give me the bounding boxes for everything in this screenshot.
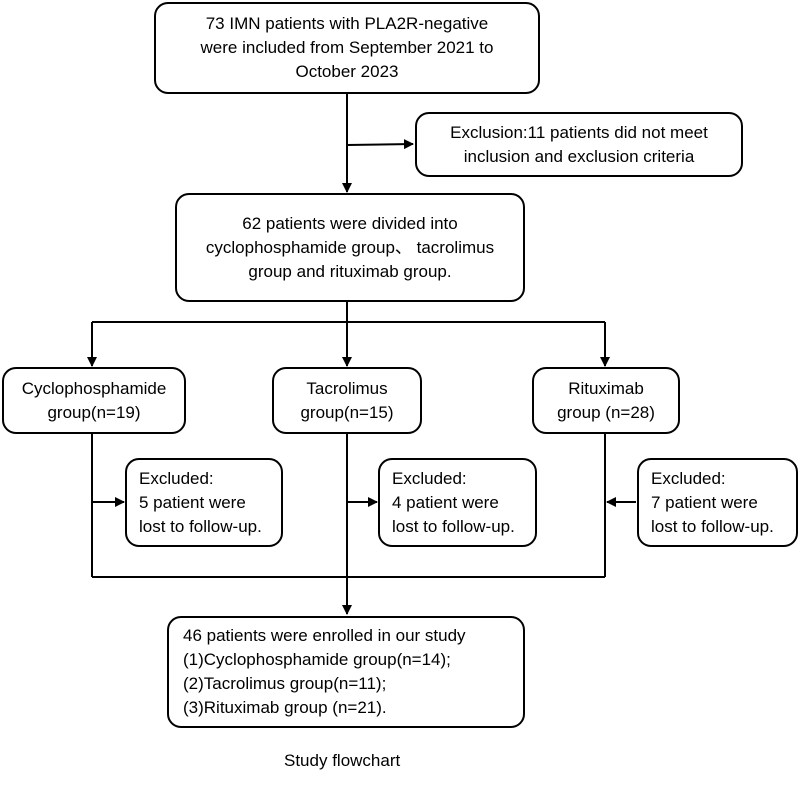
excluded-2-line-1: Excluded: [392, 468, 467, 488]
excluded-1-line-1: Excluded: [139, 468, 214, 488]
cyclophosphamide-group-line-1: Cyclophosphamide [21, 378, 167, 398]
excluded-box-cyclophosphamide: Excluded: 5 patient were lost to follow-… [125, 458, 283, 547]
included-line-1: 73 IMN patients with PLA2R-negative [205, 14, 489, 33]
excluded-2-line-2: 4 patient were [392, 492, 499, 512]
excluded-2-line-3: lost to follow-up. [392, 516, 515, 536]
included-line-2: were included from September 2021 to [200, 38, 494, 57]
enrolled-line-1: 46 patients were enrolled in our study [183, 626, 466, 645]
included-line-3: October 2023 [295, 62, 399, 81]
divided-line-1: 62 patients were divided into [242, 213, 458, 233]
excluded-1-line-3: lost to follow-up. [139, 516, 262, 536]
excluded-3-line-3: lost to follow-up. [651, 516, 774, 536]
rituximab-group-line-1: Rituximab [568, 378, 644, 398]
exclusion-line-1: Exclusion:11 patients did not meet [450, 122, 708, 142]
tacrolimus-group-line-1: Tacrolimus [306, 378, 388, 398]
included-patients-box: 73 IMN patients with PLA2R-negative were… [154, 2, 540, 94]
rituximab-group-line-2: group (n=28) [557, 402, 655, 422]
excluded-box-tacrolimus: Excluded: 4 patient were lost to follow-… [378, 458, 537, 547]
enrolled-line-3: (2)Tacrolimus group(n=11); [183, 674, 387, 693]
divided-patients-box: 62 patients were divided into cyclophosp… [175, 193, 525, 302]
cyclophosphamide-group-box: Cyclophosphamide group(n=19) [2, 367, 186, 434]
excluded-3-line-1: Excluded: [651, 468, 726, 488]
enrolled-line-2: (1)Cyclophosphamide group(n=14); [183, 650, 451, 669]
enrolled-line-4: (3)Rituximab group (n=21). [183, 698, 387, 717]
divided-line-3: group and rituximab group. [248, 261, 452, 281]
excluded-1-line-2: 5 patient were [139, 492, 246, 512]
excluded-3-line-2: 7 patient were [651, 492, 758, 512]
excluded-box-rituximab: Excluded: 7 patient were lost to follow-… [637, 458, 798, 547]
tacrolimus-group-box: Tacrolimus group(n=15) [272, 367, 422, 434]
cyclophosphamide-group-line-2: group(n=19) [47, 402, 141, 422]
arrow-to-exclusion [346, 139, 414, 150]
tacrolimus-group-line-2: group(n=15) [300, 402, 394, 422]
divided-line-2: cyclophosphamide group、 tacrolimus [205, 237, 495, 257]
exclusion-line-2: inclusion and exclusion criteria [463, 146, 695, 166]
figure-caption: Study flowchart [284, 751, 401, 770]
enrolled-patients-box: 46 patients were enrolled in our study (… [167, 616, 525, 728]
rituximab-group-box: Rituximab group (n=28) [532, 367, 680, 434]
exclusion-box: Exclusion:11 patients did not meet inclu… [415, 112, 743, 177]
